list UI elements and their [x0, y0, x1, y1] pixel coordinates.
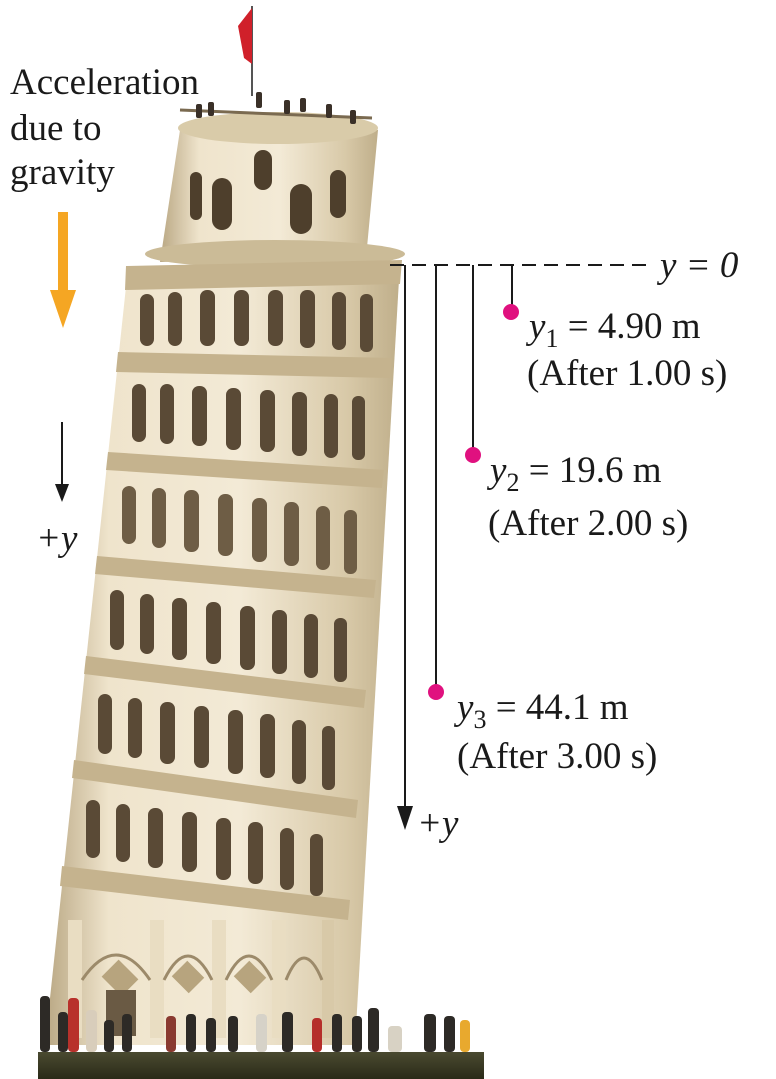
- y2-value: = 19.6 m: [528, 450, 662, 491]
- y3-marker: [428, 684, 444, 700]
- y2-marker: [465, 447, 481, 463]
- y1-var: y: [529, 306, 546, 347]
- arches-row-4: [110, 590, 347, 682]
- origin-label: y = 0: [660, 245, 739, 286]
- tower-cornices: [60, 260, 402, 920]
- y1-position-label: y1 = 4.90 m: [529, 306, 701, 352]
- tower-belfry: [160, 130, 378, 262]
- y1-marker: [503, 304, 519, 320]
- y3-var: y: [457, 687, 474, 728]
- y1-time-label: (After 1.00 s): [527, 353, 728, 394]
- ground-strip: [38, 1052, 484, 1079]
- y2-subscript: 2: [506, 468, 520, 497]
- arches-row-3: [122, 486, 357, 574]
- y2-time-label: (After 2.00 s): [488, 503, 689, 544]
- y2-var: y: [490, 450, 507, 491]
- y3-value: = 44.1 m: [495, 687, 629, 728]
- gravity-label-line1: Acceleration: [10, 62, 199, 103]
- y3-position-label: y3 = 44.1 m: [457, 687, 629, 733]
- left-axis-label: +y: [36, 518, 78, 559]
- arches-row-2: [132, 384, 365, 460]
- arches-row-6: [86, 800, 323, 896]
- down-arrow-icon: [50, 212, 76, 328]
- y3-time-label: (After 3.00 s): [457, 736, 658, 777]
- y1-subscript: 1: [545, 324, 559, 353]
- arches-row-5: [98, 694, 335, 790]
- y3-subscript: 3: [473, 705, 487, 734]
- belfry-arches: [190, 150, 346, 234]
- gravity-label-line3: gravity: [10, 152, 115, 193]
- flag-icon: [238, 6, 253, 96]
- right-axis-label: +y: [417, 803, 459, 844]
- arches-row-1: [140, 290, 373, 352]
- belfry-top: [178, 112, 378, 144]
- gravity-label-line2: due to: [10, 108, 102, 149]
- leaning-tower: [45, 108, 405, 1045]
- ground-floor-arcade: [68, 920, 334, 1038]
- main-axis-arrow: [397, 265, 413, 830]
- belfry-gallery: [145, 240, 405, 268]
- crowd: [40, 996, 470, 1052]
- people-on-top: [196, 92, 356, 124]
- y2-position-label: y2 = 19.6 m: [490, 450, 662, 496]
- y1-value: = 4.90 m: [567, 306, 701, 347]
- left-axis-arrow: [55, 422, 69, 502]
